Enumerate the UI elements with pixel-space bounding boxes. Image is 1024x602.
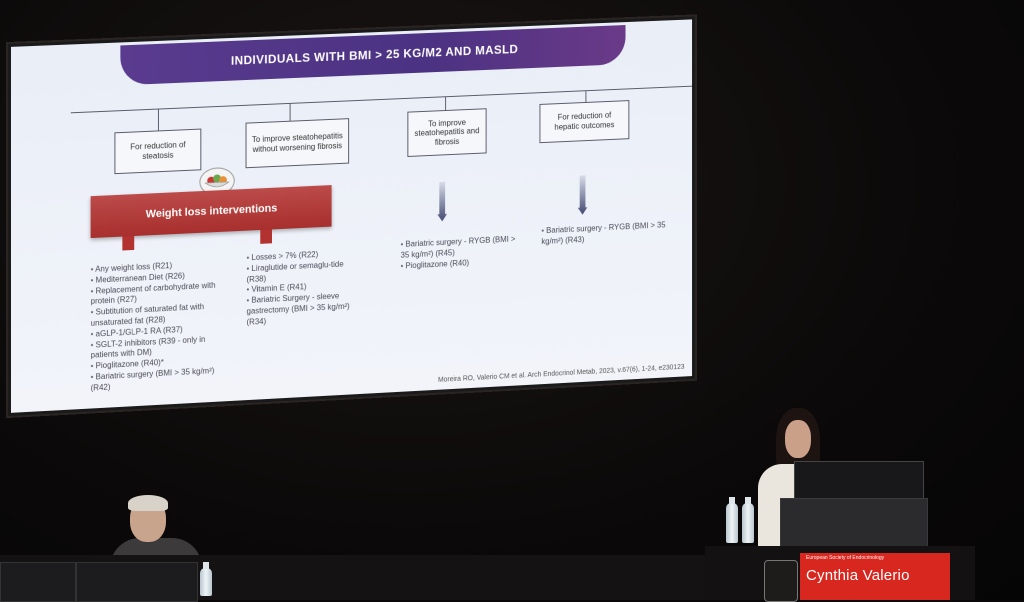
goal-box-steatohepatitis: To improve steatohepatitis without worse… bbox=[245, 118, 350, 169]
award-figurine bbox=[764, 560, 798, 602]
weight-loss-interventions-banner: Weight loss interventions bbox=[90, 185, 332, 239]
weight-loss-label: Weight loss interventions bbox=[145, 202, 278, 221]
water-bottle bbox=[200, 562, 212, 596]
water-bottle bbox=[726, 497, 738, 543]
speaker-nameplate: European Society of Endocrinology Cynthi… bbox=[800, 553, 950, 600]
goal-box-hepatic-outcomes: For reduction of hepatic outcomes bbox=[539, 100, 630, 144]
society-logo-text: European Society of Endocrinology bbox=[806, 555, 885, 561]
col2-list: Losses > 7% (R22) Liraglutide or semaglu… bbox=[247, 248, 354, 328]
col4-list: Bariatric surgery - RYGB (BMI > 35 kg/m²… bbox=[541, 220, 684, 248]
list-item: Bariatric surgery - RYGB (BMI > 35 kg/m²… bbox=[541, 220, 684, 248]
banner-tab bbox=[122, 235, 135, 251]
panelist-hair bbox=[128, 495, 168, 511]
speaker-name: Cynthia Valerio bbox=[806, 566, 910, 584]
food-bowl-icon bbox=[204, 174, 230, 190]
slide: INDIVIDUALS WITH BMI > 25 KG/M2 AND MASL… bbox=[8, 16, 695, 417]
slide-title: INDIVIDUALS WITH BMI > 25 KG/M2 AND MASL… bbox=[120, 25, 626, 86]
connector-tick bbox=[157, 108, 159, 133]
down-arrow-icon bbox=[578, 175, 588, 215]
slide-citation: Moreira RO, Valerio CM et al. Arch Endoc… bbox=[438, 363, 685, 384]
water-bottle bbox=[742, 497, 754, 543]
podium-monitor bbox=[794, 461, 924, 505]
col3-list: Bariatric surgery - RYGB (BMI > 35 kg/m²… bbox=[401, 234, 517, 272]
confidence-monitor bbox=[0, 562, 76, 602]
speaker-face bbox=[785, 420, 811, 458]
list-item: Bariatric Surgery - sleeve gastrectomy (… bbox=[247, 291, 354, 328]
banner-tab bbox=[260, 229, 272, 244]
col1-list: Any weight loss (R21) Mediterranean Diet… bbox=[91, 258, 227, 394]
goal-box-fibrosis: To improve steatohepatitis and fibrosis bbox=[407, 108, 487, 157]
food-bowl-icon bbox=[199, 166, 235, 197]
goal-box-steatosis: For reduction of steatosis bbox=[114, 128, 202, 175]
down-arrow-icon bbox=[437, 182, 447, 222]
podium-top bbox=[780, 498, 928, 552]
confidence-monitor bbox=[76, 562, 198, 602]
